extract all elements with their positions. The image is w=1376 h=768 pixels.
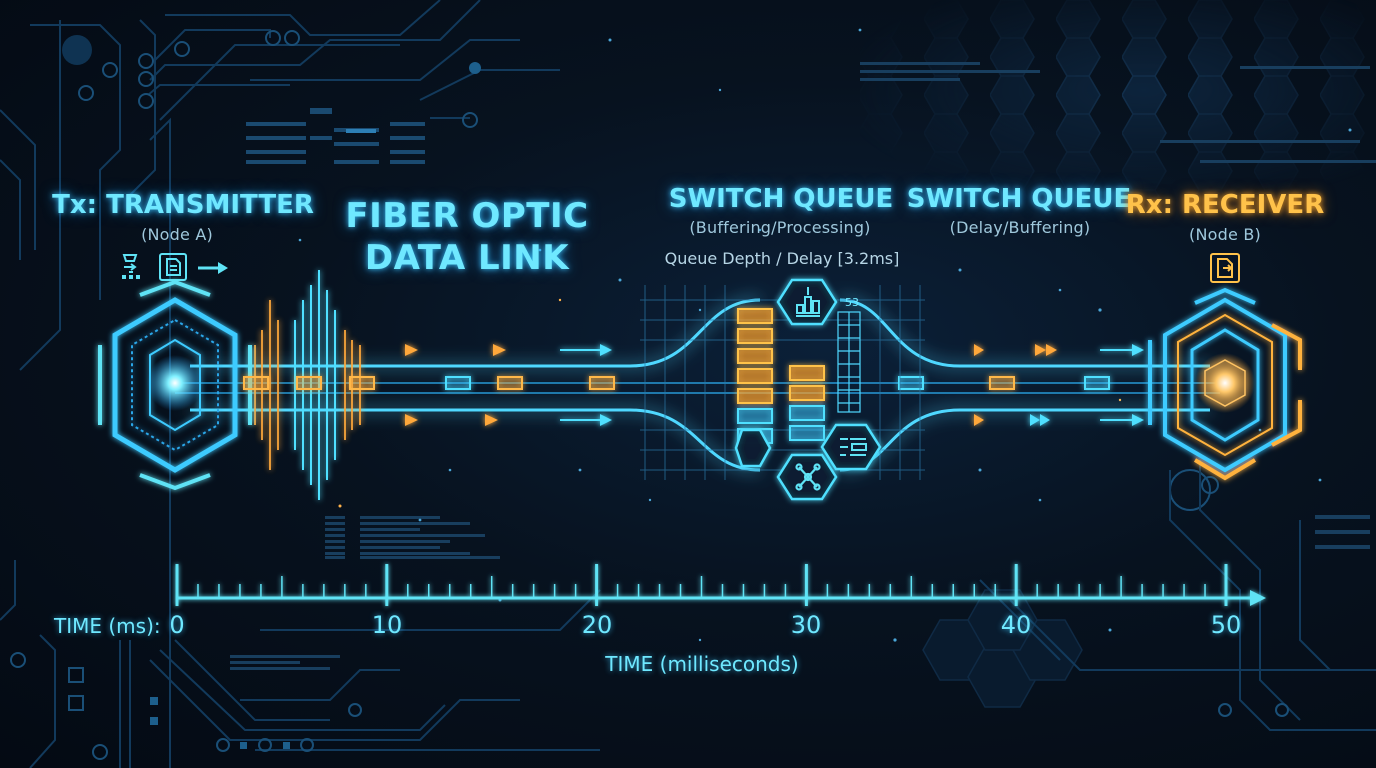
- queue-depth-metric: Queue Depth / Delay [3.2ms]: [664, 249, 900, 268]
- link-title: FIBER OPTIC DATA LINK: [345, 195, 588, 279]
- link-title-line2: DATA LINK: [364, 238, 570, 278]
- tick-label-20: 20: [581, 611, 613, 639]
- transmitter-icons: [120, 251, 240, 283]
- timeline-prefix-label: TIME (ms):: [54, 614, 161, 638]
- document-received-icon: [1210, 253, 1240, 283]
- transmitter-subtitle: (Node A): [141, 225, 213, 244]
- tick-label-30: 30: [790, 611, 822, 639]
- tick-label-10: 10: [371, 611, 403, 639]
- arrow-right-icon: [198, 262, 228, 274]
- tick-label-50: 50: [1210, 611, 1242, 639]
- switch-queue-1-subtitle: (Buffering/Processing): [689, 218, 871, 237]
- tick-label-0: 0: [169, 611, 185, 639]
- gauge-value: 53: [845, 296, 859, 309]
- tick-label-40: 40: [1000, 611, 1032, 639]
- tools-icon: [795, 463, 821, 491]
- switch-queue-2-subtitle: (Delay/Buffering): [949, 218, 1091, 237]
- settings-sliders-icon: [840, 438, 867, 456]
- switch-queue-1-title: SWITCH QUEUE: [668, 184, 894, 214]
- document-icon: [159, 253, 187, 281]
- transmitter-title: Tx: TRANSMITTER: [52, 190, 314, 220]
- link-title-line1: FIBER OPTIC: [345, 196, 589, 236]
- bar-chart-icon: [796, 287, 820, 317]
- flow-icon: [122, 254, 138, 271]
- receiver-subtitle: (Node B): [1189, 225, 1261, 244]
- receiver-title: Rx: RECEIVER: [1125, 190, 1325, 220]
- switch-queue-2-title: SWITCH QUEUE: [906, 184, 1132, 214]
- timeline-axis-title: TIME (milliseconds): [605, 652, 799, 676]
